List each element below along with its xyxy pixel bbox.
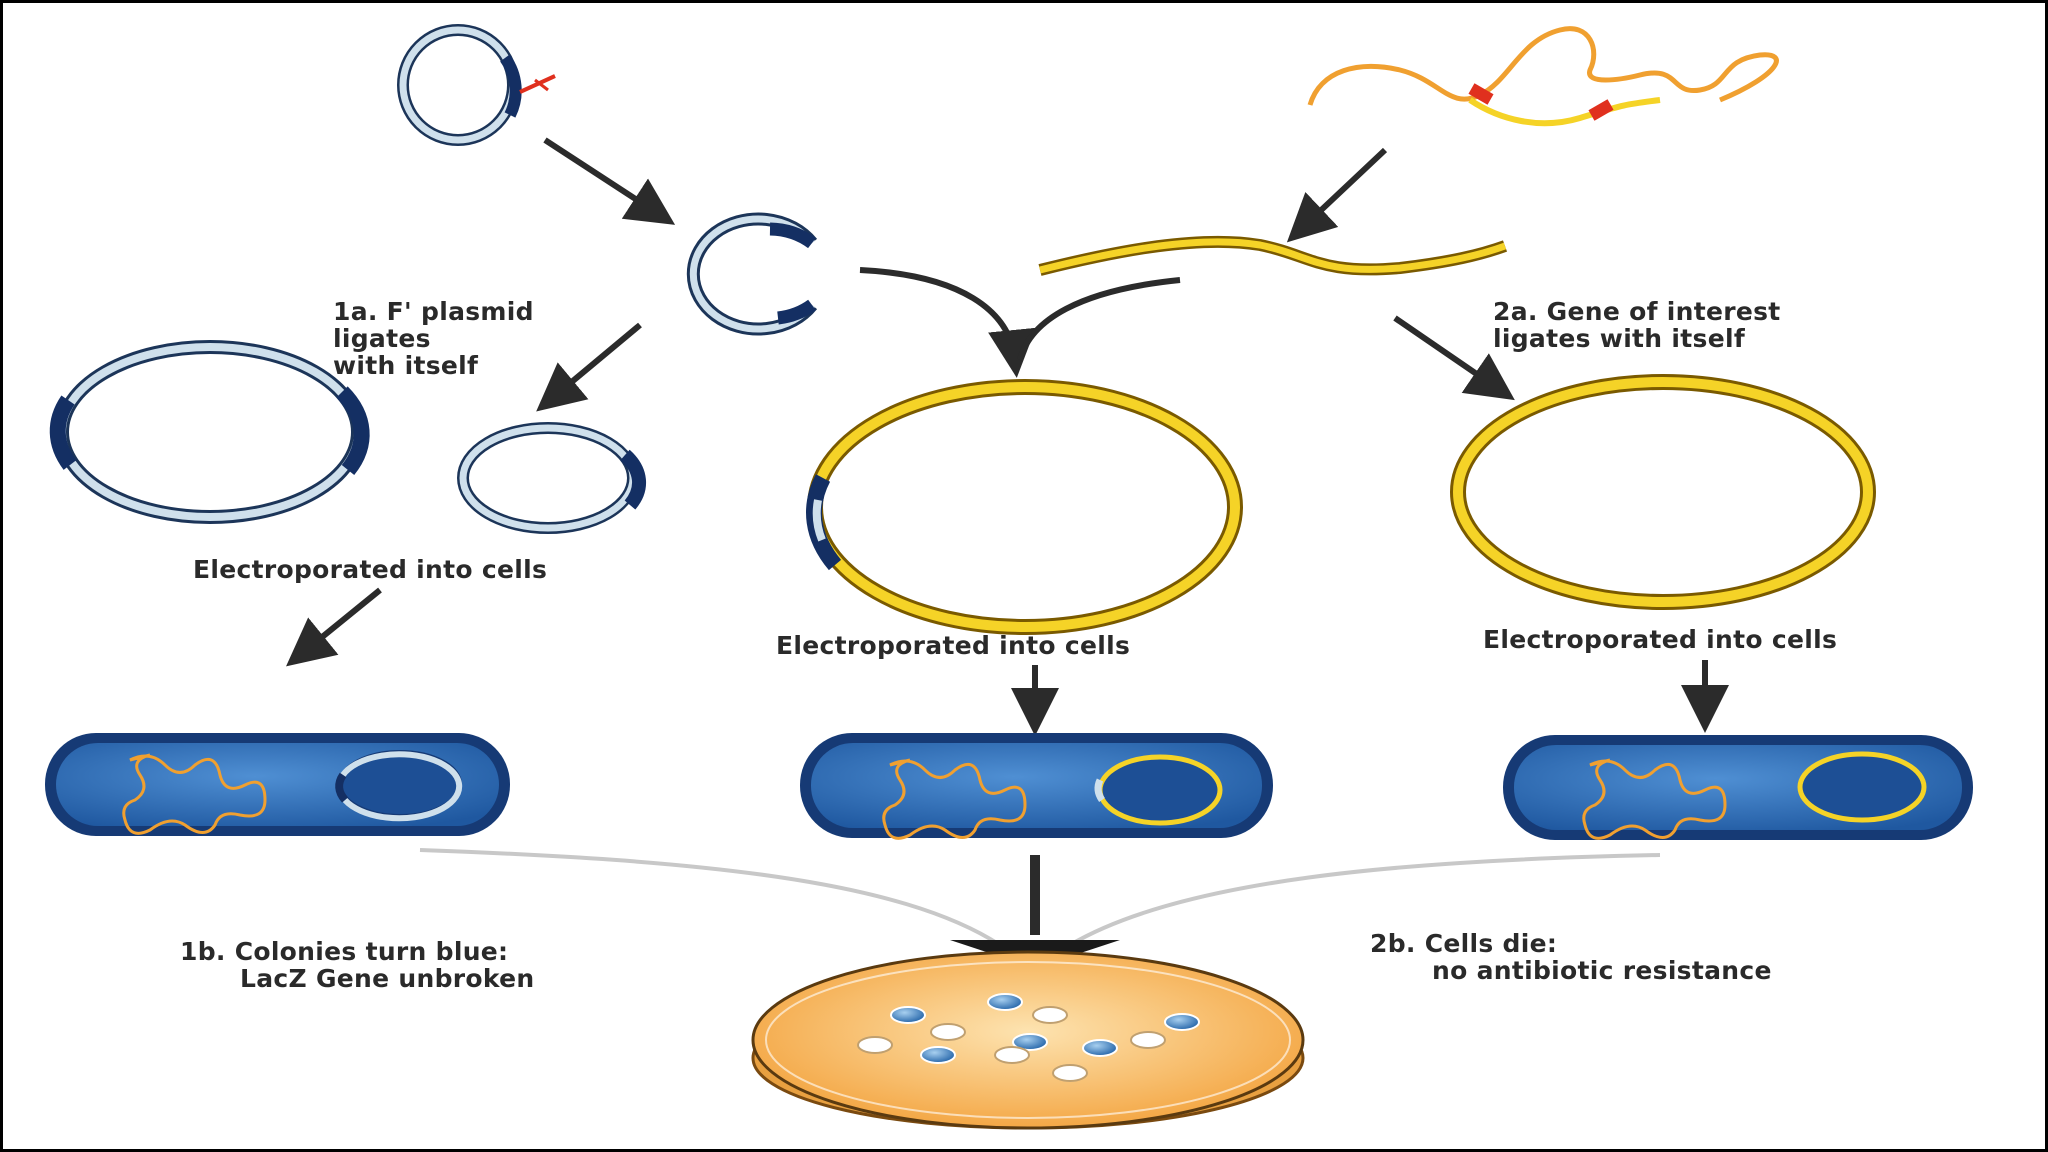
- recombinant-plasmid: [806, 379, 1243, 635]
- blue-colony: [890, 1006, 926, 1024]
- step-1b-line2: LacZ Gene unbroken: [240, 964, 535, 993]
- white-colony: [1032, 1006, 1068, 1024]
- arrow-to-self-ligated-plasmid: [536, 322, 642, 412]
- blue-colony: [1164, 1013, 1200, 1031]
- electroporated-label-left: Electroporated into cells: [193, 555, 547, 584]
- blue-colony: [1082, 1039, 1118, 1057]
- electroporated-label-right: Electroporated into cells: [1483, 625, 1837, 654]
- source-dna-strand: [1307, 26, 1779, 127]
- electroporated-label-center: Electroporated into cells: [776, 631, 1130, 660]
- step-1a-line1: 1a. F' plasmid: [333, 297, 534, 326]
- step-2b-line1: 2b. Cells die:: [1370, 929, 1557, 958]
- step-2a-line2: ligates with itself: [1493, 324, 1746, 353]
- white-colony: [857, 1036, 893, 1054]
- cell-left: [45, 733, 510, 836]
- self-ligated-plasmid: [457, 422, 647, 534]
- white-colony: [930, 1023, 966, 1041]
- cut-gene-fragment: [1038, 235, 1508, 276]
- blue-colony: [920, 1046, 956, 1064]
- cell-right: [1503, 735, 1973, 840]
- cut-plasmid: [686, 212, 818, 336]
- arrow-plasmid-to-recombinant: [859, 267, 1036, 378]
- step-2a-line1: 2a. Gene of interest: [1493, 297, 1781, 326]
- colonies: [857, 993, 1200, 1082]
- blue-colony: [987, 993, 1023, 1011]
- large-plasmid: [49, 340, 370, 524]
- arrow-to-cut-plasmid: [543, 137, 676, 225]
- step-1a-line3: with itself: [333, 351, 479, 380]
- white-colony: [1130, 1031, 1166, 1049]
- white-colony: [1052, 1064, 1088, 1082]
- arrow-right-cell-to-dish: [1068, 853, 1661, 947]
- petri-dish: [751, 950, 1305, 1130]
- white-colony: [994, 1046, 1030, 1064]
- cell-center: [800, 733, 1273, 840]
- self-ligated-gene: [1450, 374, 1876, 610]
- arrow-to-self-ligated-gene: [1393, 315, 1515, 401]
- original-plasmid: [397, 24, 556, 146]
- step-2b-line2: no antibiotic resistance: [1432, 956, 1772, 985]
- arrow-left-cell-to-dish: [419, 848, 1002, 947]
- arrow-to-cut-gene: [1286, 147, 1388, 243]
- blue-colony: [1012, 1033, 1048, 1051]
- step-1a-line2: ligates: [333, 324, 431, 353]
- step-1b-line1: 1b. Colonies turn blue:: [180, 937, 508, 966]
- arrow-to-cell-left: [286, 587, 382, 667]
- arrow-gene-to-recombinant: [1017, 277, 1181, 361]
